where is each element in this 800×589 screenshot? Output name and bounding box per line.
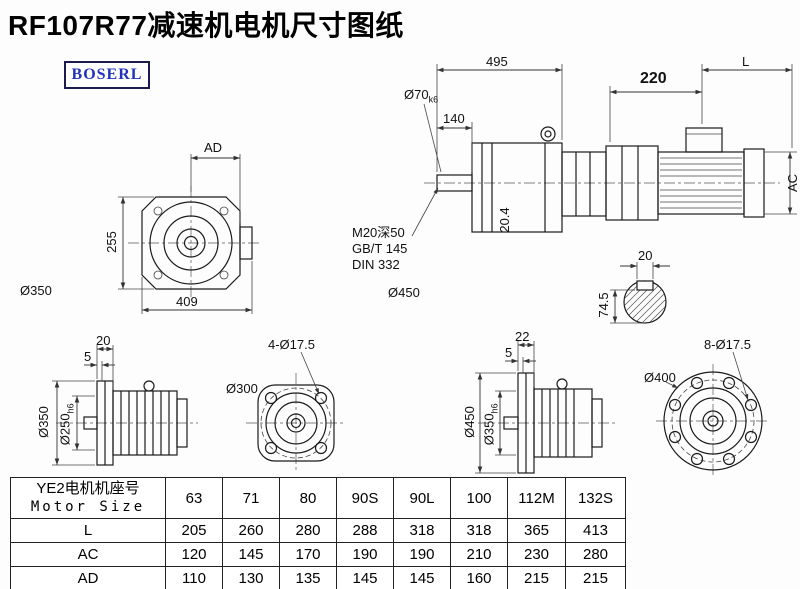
dim-label-5-flange-right: 5: [505, 345, 513, 360]
table-cell: 160: [450, 566, 508, 589]
table-cell: 190: [393, 542, 451, 567]
dim-label-5-flange-left: 5: [84, 349, 92, 364]
row-label: L: [10, 518, 166, 543]
dim-label-409: 409: [176, 294, 198, 309]
table-cell: 288: [336, 518, 394, 543]
table-cell: 135: [279, 566, 337, 589]
dia-label-350h6: Ø350h6: [481, 394, 502, 454]
table-cell: 318: [393, 518, 451, 543]
table-cell: 190: [336, 542, 394, 567]
motor-size-table: YE2电机机座号 Motor Size 63 71 80 90S 90L 100…: [10, 477, 626, 589]
dia-label-450-side: Ø450: [388, 285, 420, 300]
dia-label-250h6: Ø250h6: [57, 394, 78, 454]
page-title: RF107R77减速机电机尺寸图纸: [8, 10, 404, 41]
note-din-332: DIN 332: [352, 257, 400, 272]
table-cell: 120: [165, 542, 223, 567]
table-cell: 145: [222, 542, 280, 567]
table-header-size: 71: [222, 477, 280, 519]
table-header-motor-size: YE2电机机座号 Motor Size: [10, 477, 166, 519]
dia-label-350-flange: Ø350: [36, 406, 51, 438]
dia-value: Ø350: [481, 413, 497, 446]
dim-label-l: L: [742, 54, 750, 69]
header-label-cn: YE2电机机座号: [36, 480, 140, 497]
dia-label-70k6: Ø70k6: [404, 88, 438, 107]
dim-label-20-flange-left: 20: [96, 333, 111, 348]
dim-label-74-5: 74.5: [596, 292, 611, 318]
dia-tolerance: h6: [489, 403, 500, 414]
dia-tolerance: h6: [65, 403, 76, 414]
dia-label-400: Ø400: [644, 370, 676, 385]
table-cell: 210: [450, 542, 508, 567]
dia-label-300: Ø300: [226, 381, 258, 396]
dim-label-140: 140: [443, 111, 465, 126]
table-header-size: 90S: [336, 477, 394, 519]
table-cell: 260: [222, 518, 280, 543]
front-view-flange-400: [656, 351, 770, 478]
dim-label-495: 495: [486, 54, 508, 69]
dia-value: Ø250: [57, 413, 73, 446]
table-row-l: L 205 260 280 288 318 318 365 413: [10, 518, 626, 543]
table-header-size: 90L: [393, 477, 451, 519]
table-header-row: YE2电机机座号 Motor Size 63 71 80 90S 90L 100…: [10, 477, 626, 519]
table-cell: 145: [393, 566, 451, 589]
dia-tolerance: k6: [428, 94, 439, 105]
brand-logo: BOSERL: [64, 61, 150, 89]
dim-label-255: 255: [104, 231, 119, 253]
table-row-ac: AC 120 145 170 190 190 210 230 280: [10, 542, 626, 567]
dia-label-350-front: Ø350: [20, 283, 52, 298]
table-header-size: 63: [165, 477, 223, 519]
table-cell: 413: [565, 518, 626, 543]
table-cell: 280: [279, 518, 337, 543]
holes-label-4x17-5: 4-Ø17.5: [268, 337, 315, 352]
side-view-assembly: [411, 64, 797, 237]
dim-label-220: 220: [640, 70, 667, 87]
table-cell: 110: [165, 566, 223, 589]
table-header-size: 100: [450, 477, 508, 519]
table-cell: 170: [279, 542, 337, 567]
dim-label-ad: AD: [204, 140, 223, 155]
table-cell: 145: [336, 566, 394, 589]
front-view-flange-300: [246, 351, 346, 473]
side-view-flange-350: [475, 341, 618, 474]
row-label: AC: [10, 542, 166, 567]
dia-label-450-flange: Ø450: [462, 406, 477, 438]
table-cell: 215: [507, 566, 566, 589]
table-row-ad: AD 110 130 135 145 145 160 215 215: [10, 566, 626, 589]
table-cell: 205: [165, 518, 223, 543]
note-gbt-145: GB/T 145: [352, 241, 408, 256]
table-cell: 215: [565, 566, 626, 589]
dia-value: Ø70: [404, 87, 429, 102]
table-cell: 280: [565, 542, 626, 567]
table-header-size: 132S: [565, 477, 626, 519]
front-view-gearbox: [118, 154, 260, 314]
holes-label-8x17-5: 8-Ø17.5: [704, 337, 751, 352]
dim-label-key-width: 20: [638, 248, 653, 263]
table-header-size: 80: [279, 477, 337, 519]
table-cell: 365: [507, 518, 566, 543]
header-label-en: Motor Size: [30, 499, 146, 515]
side-view-flange-250: [52, 345, 198, 466]
row-label: AD: [10, 566, 166, 589]
table-header-size: 112M: [507, 477, 566, 519]
dim-label-22: 22: [515, 329, 530, 344]
table-cell: 130: [222, 566, 280, 589]
dim-label-ac: AC: [785, 173, 800, 193]
dim-label-20-4: 20.4: [497, 207, 512, 233]
note-thread-tap: M20深50: [352, 225, 405, 240]
table-cell: 230: [507, 542, 566, 567]
table-cell: 318: [450, 518, 508, 543]
